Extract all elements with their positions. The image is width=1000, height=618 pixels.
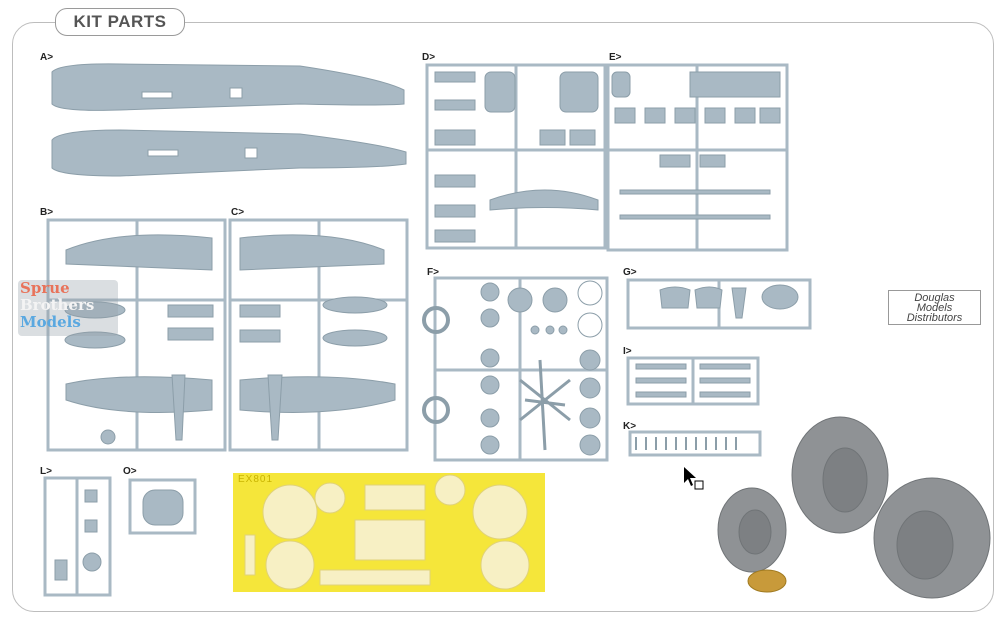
sprue-label-g: G> [623,267,637,278]
watermark-line-1: Sprue [20,279,70,297]
resin-wheels [717,416,991,599]
logo-line-2: Models [916,302,953,314]
sprue-label-e: E> [609,52,622,63]
logo-line-3: Distributors [906,312,963,324]
photo-etch-disc [747,569,787,593]
kit-parts-frame [12,22,994,612]
fuselage-openings [141,87,258,159]
sprue-label-l: L> [40,466,52,477]
sprue-o-frame [128,478,197,535]
logo-line-1: Douglas [914,292,955,304]
section-title: KIT PARTS [55,8,185,36]
sprue-label-i: I> [623,346,632,357]
watermark-line-3: Models [20,313,81,331]
sprue-k-frame [628,430,762,457]
fuselage-right-half [51,129,407,177]
sprue-label-c: C> [231,207,245,218]
sprue-parts [54,71,799,581]
cursor-badge-icon [694,480,704,490]
sprue-label-a: A> [40,52,54,63]
sprue-label-f: F> [427,267,439,278]
sprue-label-k: K> [623,421,637,432]
mask-pieces [244,474,530,590]
fuselage-left-half [51,63,405,111]
watermark-line-2: Brothers [20,296,95,314]
mouse-cursor-icon [684,467,696,486]
douglas-models-logo: Douglas Models Distributors [888,290,981,325]
sprue-brothers-watermark: Sprue Brothers Models [18,280,118,336]
sprue-label-b: B> [40,207,54,218]
sprue-label-o: O> [123,466,137,477]
sprue-label-d: D> [422,52,436,63]
mask-sheet-code: EX801 [238,474,274,485]
